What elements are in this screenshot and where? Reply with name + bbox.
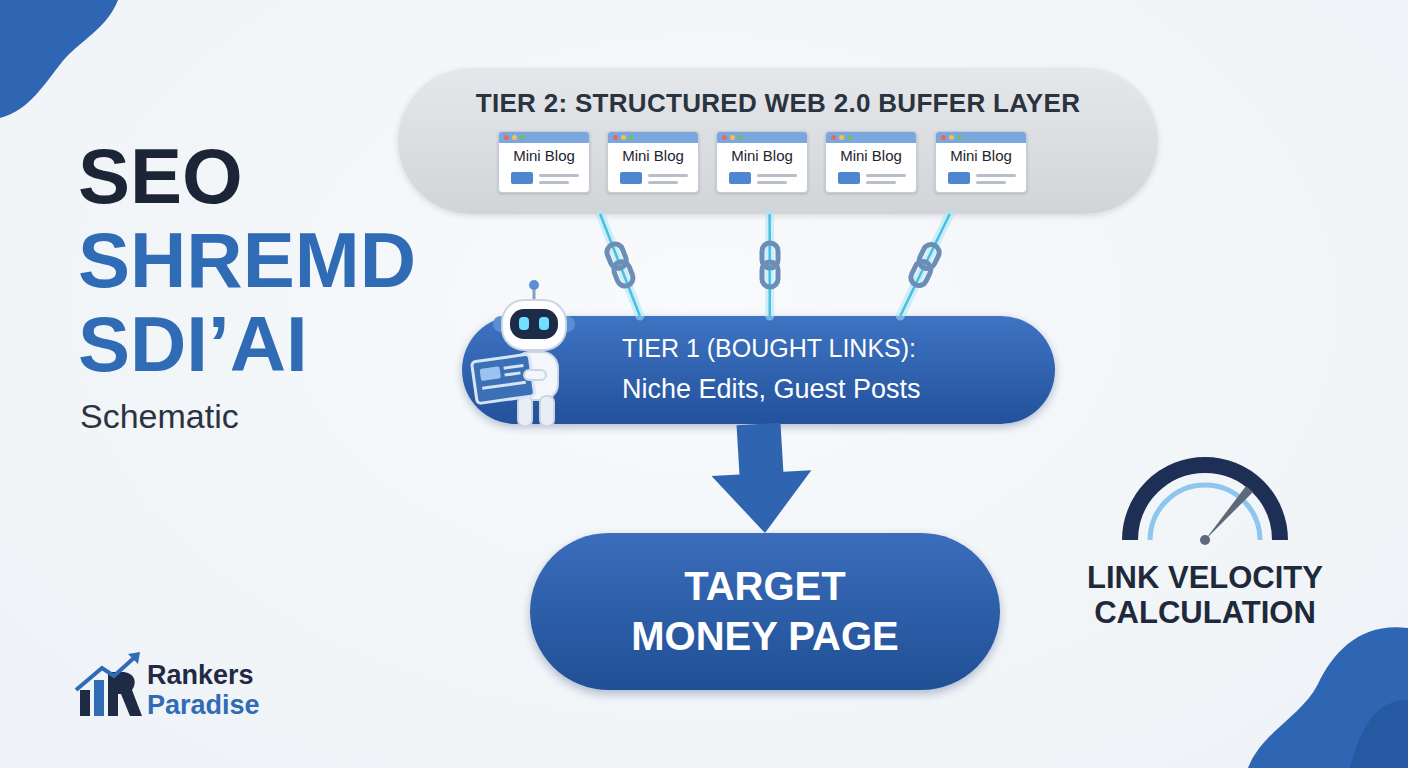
arrow-body	[712, 423, 812, 533]
text-line	[757, 181, 787, 184]
window-bar	[608, 132, 698, 143]
node-body: Niche Edits, Guest Posts	[622, 374, 921, 405]
flow-arrow	[712, 423, 812, 533]
window-bar	[499, 132, 589, 143]
target-pill: TARGET MONEY PAGE	[530, 533, 1000, 690]
node-heading: Mini Blog	[499, 147, 589, 164]
window-dot	[621, 135, 626, 140]
logo-text: Rankers	[147, 660, 254, 690]
window-dot	[831, 135, 836, 140]
image-placeholder	[511, 172, 533, 184]
window-dot	[738, 135, 743, 140]
diagram-title: SEO SHREMD SDI’AI	[78, 134, 416, 386]
node-heading: TARGET MONEY PAGE	[620, 561, 910, 661]
window-bar	[936, 132, 1026, 143]
glow-line	[900, 214, 950, 316]
core-line	[600, 214, 640, 316]
window-dot	[722, 135, 727, 140]
window-dot	[847, 135, 852, 140]
window-dot	[730, 135, 735, 140]
text-line	[866, 181, 896, 184]
window-dot	[941, 135, 946, 140]
subtitle: Schematic	[80, 396, 239, 436]
node-heading: TIER 2: STRUCTURED WEB 2.0 BUFFER LAYER	[398, 88, 1158, 119]
text-line	[866, 174, 906, 177]
image-placeholder	[838, 172, 860, 184]
gauge-icon	[1130, 465, 1280, 545]
mini-blog-window: Mini Blog	[607, 131, 699, 193]
node-heading: TIER 1 (BOUGHT LINKS):	[622, 334, 916, 363]
text-line	[539, 174, 579, 177]
text-line	[757, 174, 797, 177]
image-placeholder	[729, 172, 751, 184]
mini-blog-window: Mini Blog	[498, 131, 590, 193]
mini-blog-window: Mini Blog	[716, 131, 808, 193]
text-line	[539, 181, 569, 184]
node-heading: Mini Blog	[608, 147, 698, 164]
corner-blob	[0, 0, 118, 118]
window-dot	[839, 135, 844, 140]
window-dot	[957, 135, 962, 140]
core-line	[768, 214, 771, 316]
window-dot	[512, 135, 517, 140]
window-dot	[613, 135, 618, 140]
glow-line	[600, 214, 640, 316]
text-line	[976, 181, 1006, 184]
window-dot	[629, 135, 634, 140]
window-dot	[949, 135, 954, 140]
window-bar	[826, 132, 916, 143]
window-dot	[520, 135, 525, 140]
window-bar	[717, 132, 807, 143]
chain-link-line	[769, 214, 770, 316]
mini-blog-window: Mini Blog	[825, 131, 917, 193]
node-heading: Mini Blog	[717, 147, 807, 164]
node-heading: Mini Blog	[826, 147, 916, 164]
chain-link-line	[900, 214, 950, 316]
corner-blob	[1248, 627, 1408, 768]
corner-blob	[1350, 700, 1408, 768]
mini-blog-window: Mini Blog	[935, 131, 1027, 193]
image-placeholder	[620, 172, 642, 184]
velocity-label: LINK VELOCITY CALCULATION	[1080, 560, 1330, 630]
logo-icon	[76, 652, 142, 716]
text-line	[976, 174, 1016, 177]
node-heading: Mini Blog	[936, 147, 1026, 164]
logo-text: Paradise	[147, 690, 260, 720]
text-line	[648, 181, 678, 184]
tier-band: TIER 2: STRUCTURED WEB 2.0 BUFFER LAYER M…	[398, 68, 1158, 214]
image-placeholder	[948, 172, 970, 184]
chain-link-line	[600, 214, 640, 316]
glow-line	[765, 214, 774, 316]
text-line	[648, 174, 688, 177]
core-line	[900, 214, 950, 316]
window-dot	[504, 135, 509, 140]
